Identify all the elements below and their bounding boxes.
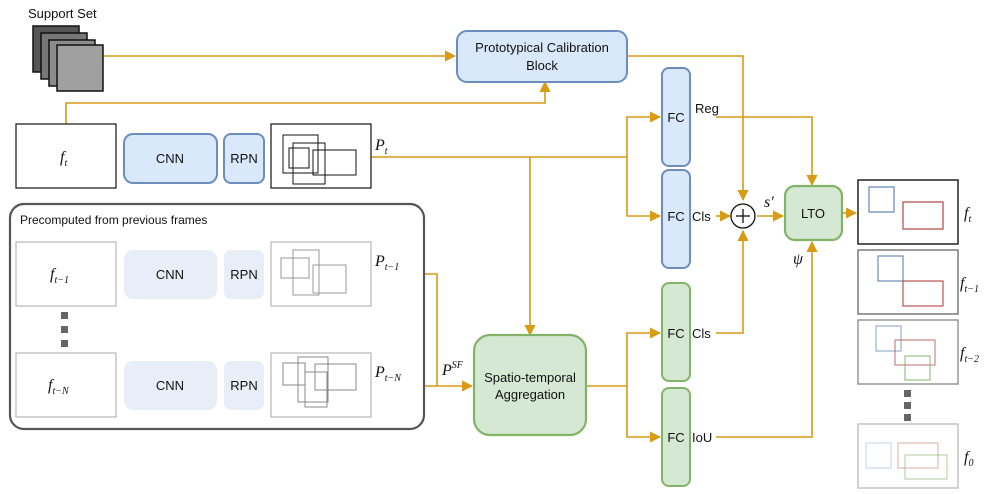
rpn-label: RPN <box>230 151 257 166</box>
s-prime-label: s′ <box>764 194 774 211</box>
ptN-P: P <box>374 364 385 381</box>
sta-label-line2: Aggregation <box>495 387 565 402</box>
cnn-label: CNN <box>156 151 184 166</box>
svg-text:ft: ft <box>964 205 971 225</box>
support-set: Support Set <box>28 6 104 92</box>
svg-text:ft−N: ft−N <box>48 377 70 397</box>
out-ft2-sub: t−2 <box>964 354 979 365</box>
out-ft-sub: t <box>968 214 971 225</box>
arrow-sta-to-fc <box>586 327 662 387</box>
out-ft2-f: f <box>960 345 967 362</box>
frame-ft-1 <box>15 241 117 307</box>
svg-text:ft: ft <box>60 149 67 169</box>
frame-ftN-sub: t−N <box>52 386 70 397</box>
frame-ft-f: f <box>60 149 67 166</box>
fc-cls-temporal-block <box>661 282 691 382</box>
rpn-block-tN <box>224 361 264 410</box>
lto-label: LTO <box>801 206 825 221</box>
out-ft1-f: f <box>960 275 967 292</box>
psf-P: P <box>441 362 452 379</box>
frame-ft1-sub: t−1 <box>54 275 69 286</box>
spatio-temporal-aggregation: Spatio-temporal Aggregation <box>472 333 588 437</box>
fc-cls-temporal-label: FC <box>667 326 684 341</box>
pt-sub: t <box>385 146 388 157</box>
output-frame-ft2 <box>857 319 959 385</box>
precomputed-group: Precomputed from previous frames ft−1 CN… <box>8 202 426 431</box>
reg-label: Reg <box>695 101 719 116</box>
rpn-block <box>223 133 265 184</box>
arrow-ft-to-pcb <box>65 80 551 124</box>
svg-text:Pt−1: Pt−1 <box>374 253 399 273</box>
output-frames: ft ft−1 ft−2 f0 <box>857 179 979 489</box>
frame-ft1-f: f <box>50 266 57 283</box>
cnn-block <box>123 133 218 184</box>
arrow-cls2-to-oplus <box>716 229 749 334</box>
psi-label: ψ <box>793 251 804 268</box>
proposals-ptN <box>270 352 372 418</box>
output-vertical-ellipsis <box>904 390 911 421</box>
proposals-pt <box>270 123 372 189</box>
fc-cls-label: FC <box>667 209 684 224</box>
svg-text:ft−1: ft−1 <box>960 275 979 295</box>
pcb-label-line1: Prototypical Calibration <box>475 40 609 55</box>
arrow-pt-to-fc-cls <box>626 157 662 222</box>
cnn-block-tN <box>124 361 217 410</box>
fc-reg-label: FC <box>667 110 684 125</box>
svg-text:Pt: Pt <box>374 137 388 157</box>
fc-reg-block <box>661 67 691 167</box>
pcb-label-line2: Block <box>526 58 558 73</box>
frame-ft-sub: t <box>64 158 67 169</box>
output-frame-ft1 <box>857 249 959 315</box>
rpn-block-t1 <box>224 250 264 299</box>
out-f0-f: f <box>964 449 971 466</box>
output-frame-f0 <box>857 423 959 489</box>
pt1-P: P <box>374 253 385 270</box>
precomputed-label: Precomputed from previous frames <box>20 213 207 227</box>
fc-iou-label: FC <box>667 430 684 445</box>
fc-cls-block <box>661 169 691 269</box>
cnn-block-t1 <box>124 250 217 299</box>
psf-sup: SF <box>452 360 464 371</box>
cls-label-bottom: Cls <box>692 326 711 341</box>
connections <box>65 50 858 443</box>
ptN-sub: t−N <box>385 373 403 384</box>
support-set-label: Support Set <box>28 6 97 21</box>
svg-text:Pt−N: Pt−N <box>374 364 402 384</box>
svg-text:ft−1: ft−1 <box>50 266 69 286</box>
frame-ft <box>15 123 117 189</box>
proposals-pt1 <box>270 241 372 307</box>
cnn-label-t1: CNN <box>156 267 184 282</box>
fc-iou-block <box>661 387 691 487</box>
frame-ftN-f: f <box>48 377 55 394</box>
vertical-ellipsis <box>61 312 68 347</box>
arrow-reg-to-lto <box>716 116 818 187</box>
svg-text:f0: f0 <box>964 449 973 469</box>
arrow-sta-to-fc-iou <box>626 386 662 443</box>
svg-text:PSF: PSF <box>441 360 464 379</box>
fc-heads: FC Reg FC Cls FC Cls FC IoU <box>661 67 719 487</box>
out-f0-sub: 0 <box>968 458 973 469</box>
pt1-sub: t−1 <box>385 262 400 273</box>
arrow-iou-to-lto <box>716 240 818 438</box>
output-frame-ft <box>857 179 959 245</box>
iou-label: IoU <box>692 430 712 445</box>
rpn-label-tN: RPN <box>230 378 257 393</box>
lto-block: LTO <box>783 184 844 242</box>
cls-label-top: Cls <box>692 209 711 224</box>
svg-text:ft−2: ft−2 <box>960 345 979 365</box>
sum-operator <box>730 203 756 229</box>
prototypical-calibration-block: Prototypical Calibration Block <box>456 30 628 83</box>
cnn-label-tN: CNN <box>156 378 184 393</box>
out-ft1-sub: t−1 <box>964 284 979 295</box>
current-frame-row: ft CNN RPN Pt <box>15 123 388 189</box>
arrow-pt-to-fc <box>371 111 662 158</box>
rpn-label-t1: RPN <box>230 267 257 282</box>
sta-label-line1: Spatio-temporal <box>484 370 576 385</box>
out-ft-f: f <box>964 205 971 222</box>
pt-P: P <box>374 137 385 154</box>
arrow-pcb-to-oplus <box>627 55 749 202</box>
frame-ftN <box>15 352 117 418</box>
